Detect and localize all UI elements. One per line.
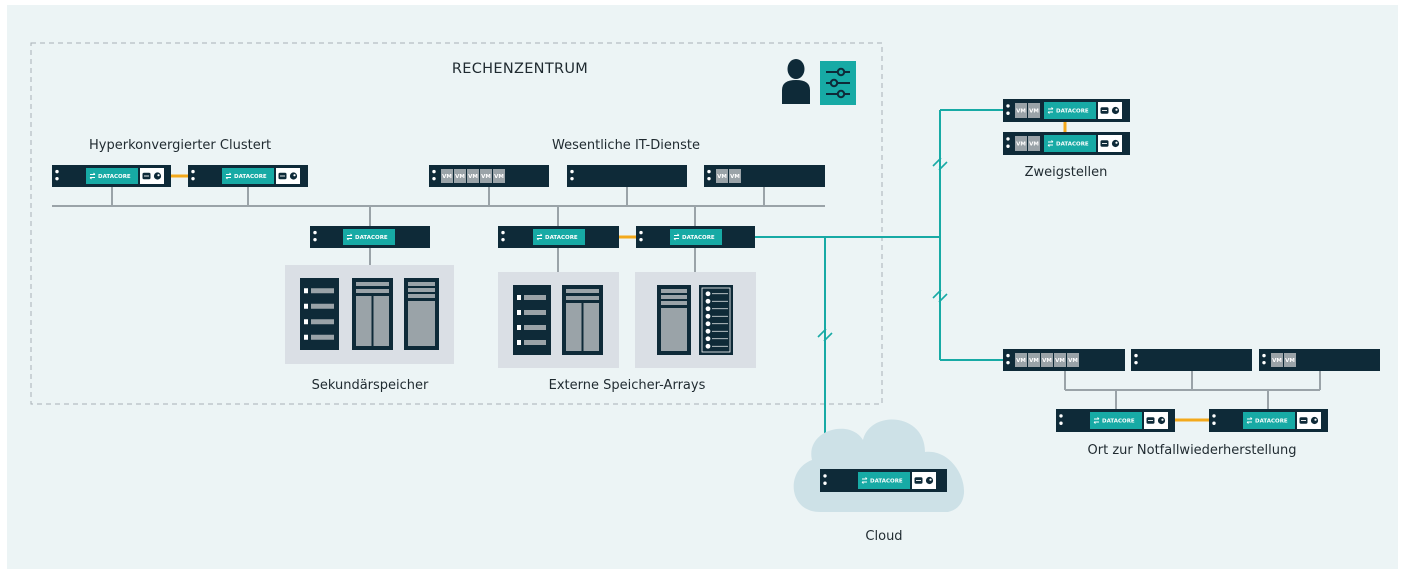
- datacore-sync-links: [171, 122, 1209, 422]
- datacore-brand-label: DATACORE: [1056, 142, 1089, 148]
- dr-node-2: DATACORE: [1209, 409, 1328, 432]
- branch-offices-label: Zweigstellen: [1024, 165, 1108, 180]
- external-array-1-unit-1: [513, 285, 551, 355]
- vm-label: VM: [1272, 358, 1282, 364]
- datacore-brand-label: DATACORE: [98, 174, 131, 180]
- datacenter-title: RECHENZENTRUM: [451, 61, 589, 77]
- external-arrays-label: Externe Speicher-Arrays: [548, 378, 706, 393]
- hci-cluster-label: Hyperkonvergierter Clustert: [89, 138, 272, 153]
- cloud-node: DATACORE: [820, 469, 947, 492]
- vm-label: VM: [1016, 358, 1026, 364]
- datacore-logo-icon: [1246, 417, 1253, 424]
- it-service-host-2: [567, 165, 687, 187]
- datacore-logo-icon: [346, 233, 353, 241]
- external-array-2-unit-1: [657, 285, 691, 355]
- vm-label: VM: [717, 174, 727, 180]
- external-array-2-unit-2: [699, 285, 733, 355]
- secondary-storage-label: Sekundärspeicher: [311, 378, 429, 393]
- external-array-1-unit-2: [562, 285, 603, 355]
- dr-site-label: Ort zur Notfallwiederherstellung: [1087, 443, 1297, 458]
- storage-arrays: [300, 278, 733, 355]
- datacore-brand-label: DATACORE: [234, 174, 267, 180]
- datacore-brand-label: DATACORE: [682, 235, 715, 241]
- secondary-storage-unit-1: [300, 278, 339, 350]
- vm-label: VM: [1068, 358, 1078, 364]
- settings-sliders-icon: [820, 61, 856, 105]
- datacore-brand-label: DATACORE: [545, 235, 578, 241]
- hci-node-2: DATACORE: [188, 165, 308, 187]
- dr-node-1: DATACORE: [1056, 409, 1175, 432]
- vm-label: VM: [1029, 142, 1039, 148]
- vm-label: VM: [442, 174, 452, 180]
- drive-panel-icon: [1098, 102, 1122, 119]
- datacore-logo-icon: [225, 172, 232, 180]
- datacore-logo-icon: [536, 233, 543, 241]
- vm-label: VM: [1285, 358, 1295, 364]
- vm-label: VM: [468, 174, 478, 180]
- secondary-storage-controller: DATACORE: [310, 226, 430, 248]
- admin-person-icon: [782, 59, 810, 104]
- datacore-logo-icon: [861, 477, 868, 484]
- datacore-logo-icon: [89, 172, 96, 180]
- vm-label: VM: [481, 174, 491, 180]
- vm-label: VM: [1029, 358, 1039, 364]
- array-controller-2: DATACORE: [636, 226, 755, 248]
- lan-connections: [52, 187, 1321, 409]
- datacore-logo-icon: [673, 233, 680, 241]
- array-controller-1: DATACORE: [498, 226, 619, 248]
- wan-break-marks: [817, 157, 948, 342]
- datacore-brand-label: DATACORE: [355, 235, 388, 241]
- vm-label: VM: [1016, 142, 1026, 148]
- drive-panel-icon: [912, 472, 936, 489]
- vm-label: VM: [1042, 358, 1052, 364]
- datacore-brand-label: DATACORE: [1255, 419, 1288, 425]
- drive-panel-icon: [1144, 412, 1168, 429]
- datacore-logo-icon: [1047, 140, 1054, 147]
- datacenter-boundary: [30, 42, 883, 405]
- vm-label: VM: [1029, 109, 1039, 115]
- external-array-panel-2: [635, 272, 756, 368]
- it-services-label: Wesentliche IT-Dienste: [552, 138, 700, 153]
- drive-panel-icon: [140, 168, 164, 184]
- drive-panel-icon: [276, 168, 300, 184]
- drive-panel-icon: [1098, 135, 1122, 152]
- vm-label: VM: [455, 174, 465, 180]
- vm-label: VM: [1055, 358, 1065, 364]
- secondary-storage-unit-2: [352, 278, 393, 350]
- drive-panel-icon: [1297, 412, 1321, 429]
- datacore-brand-label: DATACORE: [1102, 419, 1135, 425]
- vm-label: VM: [730, 174, 740, 180]
- datacore-logo-icon: [1047, 107, 1054, 114]
- datacore-logo-icon: [1093, 417, 1100, 424]
- hci-node-1: DATACORE: [52, 165, 171, 187]
- secondary-storage-unit-3: [404, 278, 439, 350]
- vm-label: VM: [1016, 109, 1026, 115]
- datacore-brand-label: DATACORE: [1056, 109, 1089, 115]
- vm-label: VM: [494, 174, 504, 180]
- cloud-label: Cloud: [865, 529, 903, 544]
- datacore-brand-label: DATACORE: [870, 479, 903, 485]
- dr-host-2: [1131, 349, 1252, 371]
